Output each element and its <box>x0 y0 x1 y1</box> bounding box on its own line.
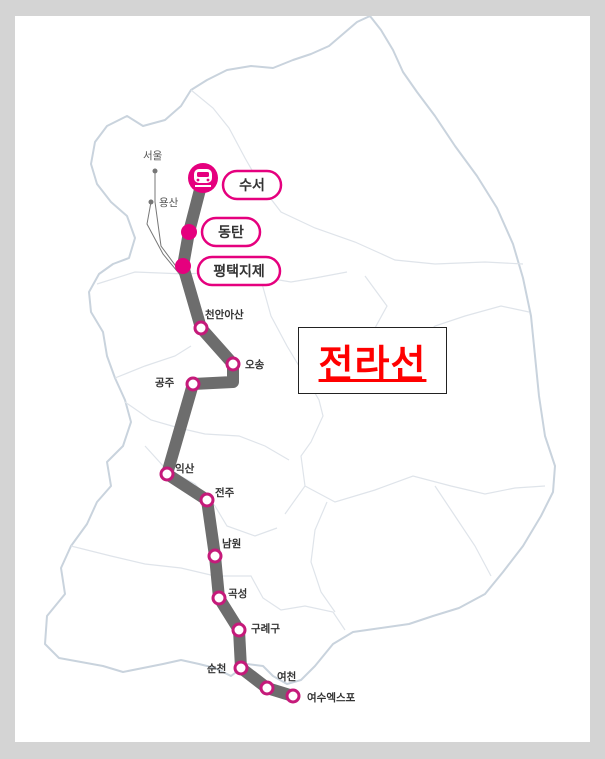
train-icon <box>194 169 212 187</box>
station-namwon-marker[interactable] <box>207 548 223 564</box>
station-suncheon-marker[interactable] <box>233 660 249 676</box>
station-jeonju-label: 전주 <box>215 486 235 499</box>
station-jeonju-marker[interactable] <box>199 492 215 508</box>
station-pyeongtaekjije-marker[interactable] <box>175 258 191 274</box>
line-title: 전라선 <box>318 342 427 386</box>
station-yeosuexpo-marker[interactable] <box>285 688 301 704</box>
station-yeocheon-marker[interactable] <box>259 680 275 696</box>
station-suncheon-label: 순천 <box>207 662 226 675</box>
seoul-connection-line <box>154 171 190 285</box>
station-iksan-label: 익산 <box>175 462 195 475</box>
line-title-box: 전라선 <box>298 327 447 394</box>
yongsan-point <box>148 199 154 205</box>
station-osong-marker[interactable] <box>225 356 241 372</box>
seoul-point <box>152 168 158 174</box>
station-osong-label: 오송 <box>245 359 265 371</box>
station-cheonanasan-marker[interactable] <box>193 320 209 336</box>
station-iksan-marker[interactable] <box>159 466 175 482</box>
station-dongtan-label: 동탄 <box>218 224 244 241</box>
map-frame: 서울 용산 수서 동탄 평택지제 천안아산 오송 <box>15 16 590 742</box>
station-dongtan-marker[interactable] <box>181 224 197 240</box>
korea-map: 서울 용산 수서 동탄 평택지제 천안아산 오송 <box>44 16 556 704</box>
station-cheonanasan-label: 천안아산 <box>205 308 244 321</box>
peninsula-outline <box>44 16 556 685</box>
station-yeocheon-label: 여천 <box>277 670 296 683</box>
station-guryegu-label: 구례구 <box>251 622 280 635</box>
station-gongju-marker[interactable] <box>185 376 201 392</box>
station-pyeongtaekjije-label: 평택지제 <box>213 263 265 280</box>
station-suseo-label: 수서 <box>239 178 265 194</box>
station-gongju-label: 공주 <box>155 377 175 389</box>
station-namwon-label: 남원 <box>222 537 241 550</box>
station-guryegu-marker[interactable] <box>231 622 247 638</box>
station-gokseong-label: 곡성 <box>228 587 247 600</box>
station-pyeongtaekjije-pill[interactable]: 평택지제 <box>196 255 282 287</box>
yongsan-label: 용산 <box>159 197 179 209</box>
station-dongtan-pill[interactable]: 동탄 <box>200 216 262 248</box>
station-yeosuexpo-label: 여수엑스포 <box>307 691 356 704</box>
station-gokseong-marker[interactable] <box>211 590 227 606</box>
jeolla-line <box>161 172 299 702</box>
station-suseo-pill[interactable]: 수서 <box>221 169 283 201</box>
seoul-label: 서울 <box>143 150 163 162</box>
